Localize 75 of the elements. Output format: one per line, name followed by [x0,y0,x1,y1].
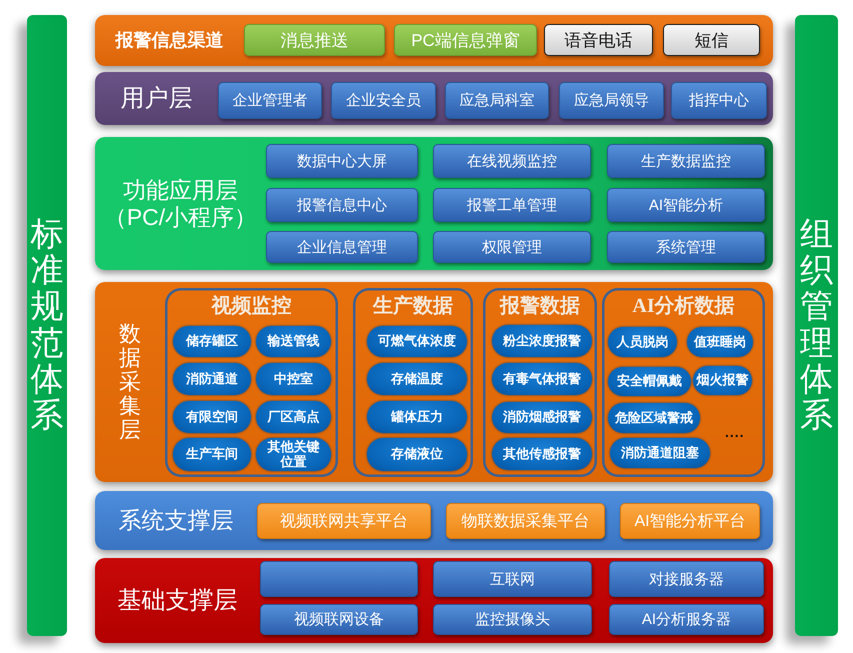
group-title: AI分析数据 [631,294,736,319]
side-pillar [795,15,838,636]
collection-item: 存储温度 [367,363,467,395]
collection-item: 罐体压力 [367,401,467,433]
function-box: 报警工单管理 [433,188,591,222]
channel-box: PC端信息弹窗 [394,24,537,56]
more-indicator: .... [725,424,745,440]
collection-item: 输送管线 [256,326,331,357]
function-box: 报警信息中心 [266,188,418,222]
collection-item: 消防烟感报警 [492,402,592,433]
group-title: 报警数据 [498,294,581,319]
layer-title: 数据采集层 [119,322,141,442]
user-role-box: 应急局科室 [445,82,549,119]
function-box: 生产数据监控 [607,144,765,178]
collection-item: 厂区高点 [256,401,331,433]
function-box: 企业信息管理 [266,231,418,263]
collection-item: 生产车间 [173,438,251,471]
collection-item: 危险区域警戒 [608,403,700,433]
collection-item: 值班睡岗 [687,327,753,357]
group-title: 生产数据 [372,294,454,319]
layer-title: 系统支撑层 [118,507,234,534]
infrastructure-box: AI分析服务器 [609,604,764,635]
user-role-box: 指挥中心 [671,82,767,119]
layer-title: 报警信息渠道 [116,30,224,51]
infrastructure-box: 监控摄像头 [433,604,592,635]
collection-item: 其他传感报警 [492,438,592,470]
layer-band [95,15,773,66]
infrastructure-box: 视频联网设备 [260,604,418,635]
user-role-box: 企业安全员 [331,82,436,119]
platform-box: 视频联网共享平台 [257,503,431,539]
infrastructure-box [260,561,418,597]
infrastructure-box: 对接服务器 [609,561,764,597]
layer-band [95,491,773,550]
platform-box: 物联数据采集平台 [446,503,605,539]
platform-box: AI智能分析平台 [620,503,760,539]
collection-item: 烟火报警 [693,366,752,395]
category-group [353,288,473,477]
layer-band [95,72,773,125]
channel-box: 语音电话 [544,24,653,56]
function-box: 在线视频监控 [433,144,591,178]
function-box: 权限管理 [433,231,591,263]
channel-box: 消息推送 [244,24,385,56]
layer-band [95,282,773,482]
user-role-box: 应急局领导 [559,82,664,119]
collection-item: 储存罐区 [173,326,251,357]
layer-title: 功能应用层 [123,177,238,204]
layer-subtitle: （PC/小程序） [104,204,258,230]
user-role-box: 企业管理者 [218,82,322,119]
collection-item: 人员脱岗 [608,327,677,357]
group-title: 视频监控 [210,294,292,319]
collection-item: 存储液位 [367,438,467,471]
infrastructure-box: 互联网 [433,561,592,597]
layer-band [95,137,773,270]
function-box: AI智能分析 [607,188,765,222]
category-group [602,288,765,477]
collection-item: 粉尘浓度报警 [492,325,592,357]
side-pillar [27,15,67,636]
collection-item: 消防通道阻塞 [610,438,710,468]
pillar-title: 组织管理体系 [800,216,833,434]
collection-item: 消防通道 [173,363,251,395]
collection-item: 其他关键位置 [256,438,331,471]
collection-item: 可燃气体浓度 [367,326,467,357]
collection-item: 中控室 [256,363,331,395]
layer-band [95,558,773,643]
function-box: 数据中心大屏 [266,144,418,178]
pillar-title: 标准规范体系 [30,216,64,434]
layer-title: 基础支撑层 [118,586,238,614]
function-box: 系统管理 [607,231,765,263]
channel-box: 短信 [663,24,760,56]
collection-item: 有毒气体报警 [492,363,592,395]
collection-item: 安全帽佩戴 [608,367,691,396]
category-group [165,288,338,477]
category-group [483,288,597,477]
collection-item: 有限空间 [173,401,251,433]
layer-title: 用户层 [120,84,192,112]
